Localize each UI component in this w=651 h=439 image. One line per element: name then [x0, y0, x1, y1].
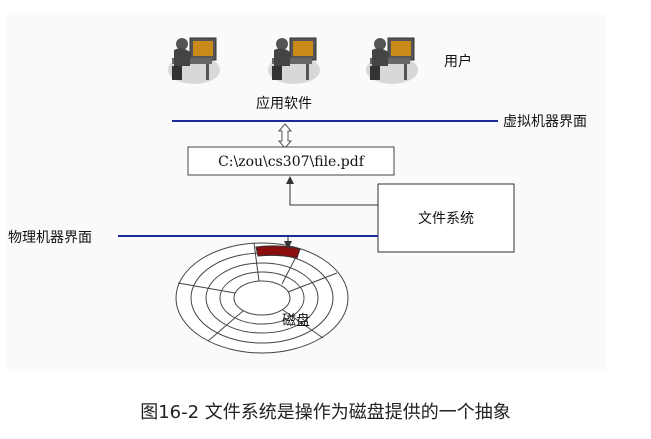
connector-arrow: [286, 176, 378, 206]
file-path-box: [187, 146, 395, 176]
user-icon-1: [167, 37, 221, 85]
user-icon-2: [267, 37, 321, 85]
file-path-text: C:\zou\cs307\file.pdf: [218, 154, 366, 170]
file-system-box: [377, 183, 515, 253]
user-icon-3: [365, 37, 419, 85]
double-arrow-icon: [277, 123, 293, 149]
figure-caption: 图16-2 文件系统是操作为磁盘提供的一个抽象: [140, 402, 511, 423]
file-system-label: 文件系统: [418, 211, 474, 227]
disk-label: 磁盘: [282, 312, 310, 329]
app-software-label: 应用软件: [256, 95, 312, 112]
virtual-interface-label: 虚拟机器界面: [503, 114, 587, 130]
physical-interface-label: 物理机器界面: [8, 230, 92, 246]
users-label: 用户: [444, 53, 472, 70]
disk-graphic: [175, 242, 349, 354]
